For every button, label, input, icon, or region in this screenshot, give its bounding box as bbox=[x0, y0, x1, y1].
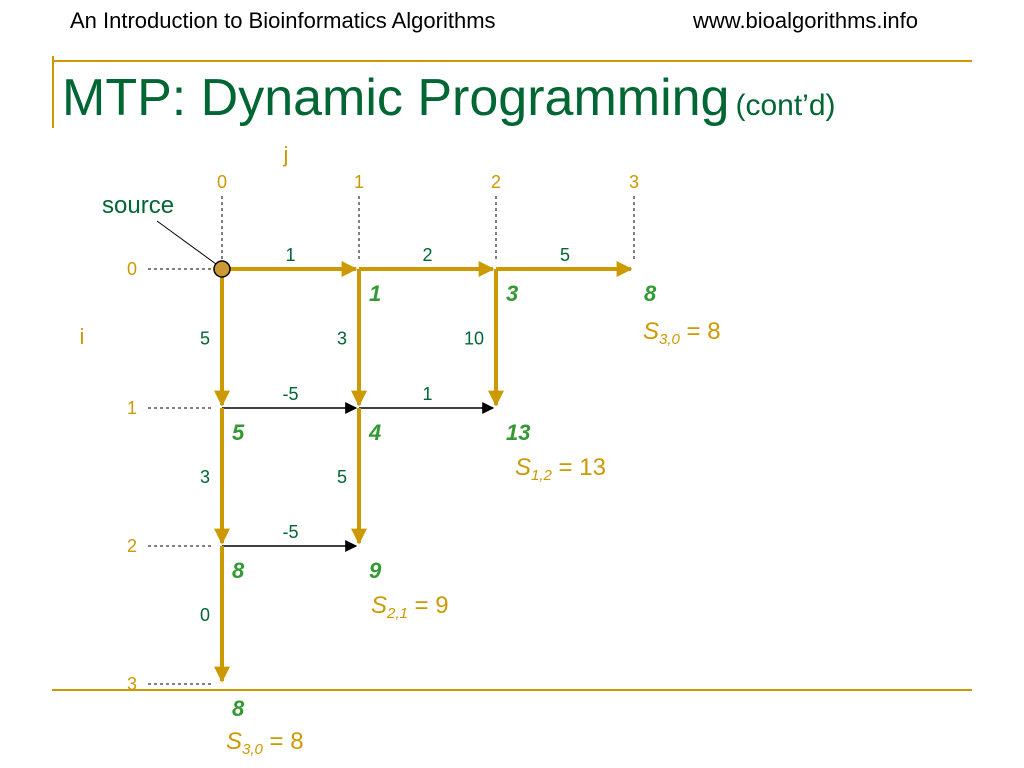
col-label-0: 0 bbox=[217, 172, 227, 192]
node-score-2-0: 8 bbox=[232, 558, 245, 583]
i-axis-label: i bbox=[80, 324, 85, 349]
score-annotation-s12: S1,2 = 13 bbox=[515, 454, 606, 484]
footer-rule bbox=[52, 689, 972, 691]
edge-weight-8: 3 bbox=[200, 467, 210, 487]
node-score-0-1: 1 bbox=[369, 281, 381, 306]
node-score-2-1: 9 bbox=[369, 558, 382, 583]
title-accent-bar-horizontal bbox=[52, 60, 972, 62]
header-course-title: An Introduction to Bioinformatics Algori… bbox=[70, 8, 496, 33]
node-score-1-0: 5 bbox=[232, 420, 245, 445]
score-annotation-s21: S2,1 = 9 bbox=[371, 592, 449, 622]
edge-weight-5: 10 bbox=[464, 329, 484, 349]
edge-weight-4: 3 bbox=[337, 329, 347, 349]
source-pointer-line bbox=[156, 220, 217, 265]
source-node bbox=[213, 260, 231, 278]
row-label-2: 2 bbox=[127, 536, 137, 556]
edge-weight-10: -5 bbox=[282, 522, 298, 542]
row-label-3: 3 bbox=[127, 674, 137, 694]
header-website: www.bioalgorithms.info bbox=[693, 8, 918, 33]
row-label-0: 0 bbox=[127, 259, 137, 279]
edge-weight-9: 5 bbox=[337, 467, 347, 487]
edge-weight-2: 5 bbox=[560, 245, 570, 265]
title-accent-bar-vertical bbox=[52, 56, 54, 128]
j-axis-label: j bbox=[283, 142, 289, 167]
slide-title-sub: (cont’d) bbox=[735, 89, 836, 122]
edge-weight-11: 0 bbox=[200, 605, 210, 625]
score-annotation-s30-top: S3,0 = 8 bbox=[643, 318, 721, 348]
edge-weight-6: -5 bbox=[282, 384, 298, 404]
col-label-2: 2 bbox=[491, 172, 501, 192]
edge-weight-1: 2 bbox=[422, 245, 432, 265]
col-label-3: 3 bbox=[629, 172, 639, 192]
node-score-1-1: 4 bbox=[368, 420, 381, 445]
node-score-3-0: 8 bbox=[232, 696, 245, 721]
edge-weight-3: 5 bbox=[200, 329, 210, 349]
col-label-1: 1 bbox=[354, 172, 364, 192]
slide-title-main: MTP: Dynamic Programming bbox=[62, 69, 730, 127]
node-score-0-2: 3 bbox=[506, 281, 518, 306]
edge-weight-7: 1 bbox=[422, 384, 432, 404]
source-label: source bbox=[102, 192, 174, 219]
row-label-1: 1 bbox=[127, 398, 137, 418]
slide-title: MTP: Dynamic Programming(cont’d) bbox=[62, 68, 836, 128]
node-score-1-2: 13 bbox=[506, 420, 530, 445]
edge-weight-0: 1 bbox=[285, 245, 295, 265]
node-score-0-3: 8 bbox=[644, 281, 657, 306]
score-annotation-s30-bottom: S3,0 = 8 bbox=[226, 728, 304, 758]
